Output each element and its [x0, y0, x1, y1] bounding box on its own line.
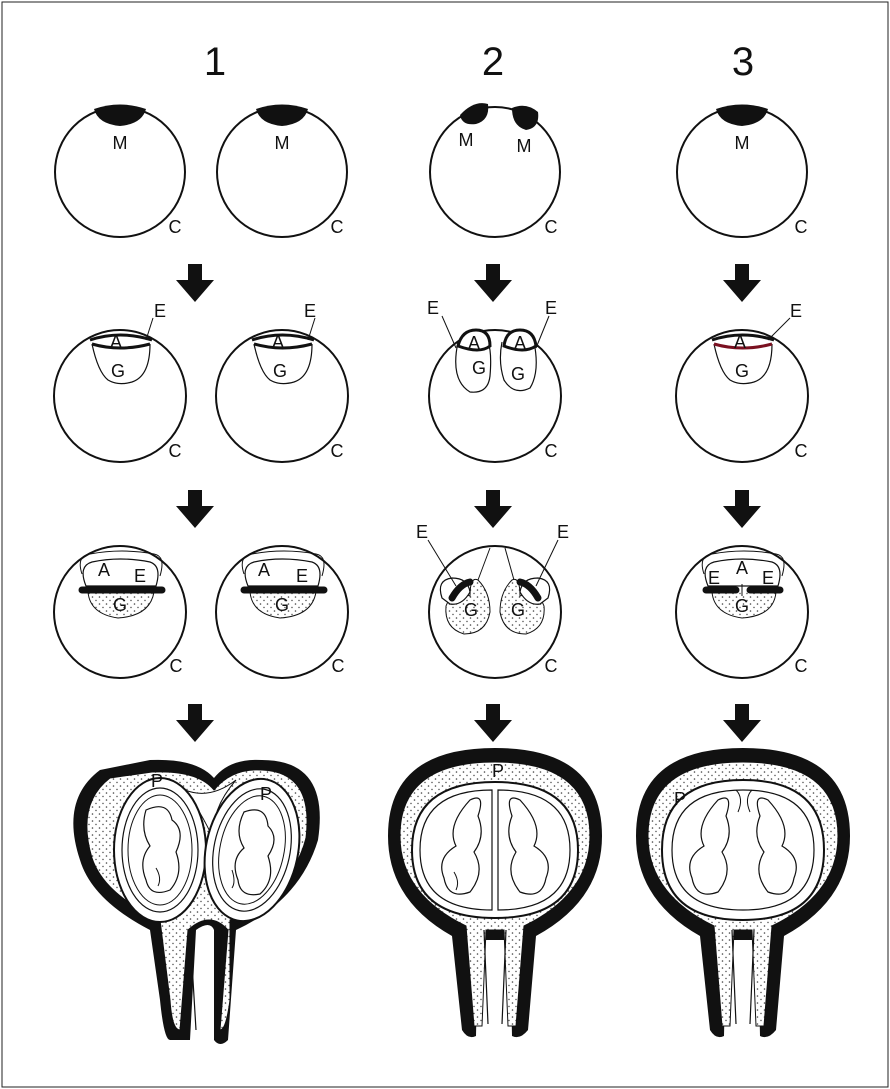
down-arrow-icon — [723, 704, 761, 742]
disc-1b: A E G C — [216, 546, 348, 678]
bilaminar-2: E E A A G G C — [427, 298, 561, 462]
epiblast-label: E — [134, 566, 146, 586]
yolk-label: G — [275, 595, 289, 615]
down-arrow-icon — [474, 490, 512, 528]
epiblast-label: E — [708, 568, 720, 588]
bilaminar-1a: E A G C — [54, 301, 186, 462]
epiblast-label: E — [304, 301, 316, 321]
amnion-label: A — [736, 558, 748, 578]
epiblast-label: E — [296, 566, 308, 586]
column-number-2: 2 — [482, 40, 504, 84]
chorion-label: C — [331, 441, 344, 461]
epiblast-label: E — [427, 298, 439, 318]
chorion-label: C — [545, 441, 558, 461]
placenta-label: P — [492, 761, 504, 781]
down-arrow-icon — [474, 704, 512, 742]
amnion-label: A — [468, 333, 480, 353]
blastocyst-2: M M C — [430, 103, 560, 237]
down-arrow-icon — [176, 704, 214, 742]
chorion-label: C — [331, 217, 344, 237]
row-1-blastocyst: M C M C M M C M C — [55, 103, 808, 237]
placenta-label: P — [151, 771, 163, 791]
yolk-label: G — [735, 361, 749, 381]
row-3-embryonic-disc: A E G C A E G C — [54, 522, 808, 678]
disc-3: A E E G C — [676, 546, 808, 678]
down-arrow-icon — [176, 490, 214, 528]
chorion-label: C — [545, 217, 558, 237]
disc-2: E E G G C — [416, 522, 569, 678]
mass-label: M — [735, 133, 750, 153]
arrows-row-2 — [176, 490, 761, 528]
chorion-label: C — [545, 656, 558, 676]
chorion-label: C — [170, 656, 183, 676]
bilaminar-1b: E A G C — [216, 301, 348, 462]
blastocyst-1b: M C — [217, 105, 347, 238]
mass-label: M — [275, 133, 290, 153]
placenta-label: P — [260, 784, 272, 804]
arrows-row-1 — [176, 264, 761, 302]
bilaminar-3: E A G C — [676, 301, 808, 462]
epiblast-label: E — [790, 301, 802, 321]
down-arrow-icon — [176, 264, 214, 302]
yolk-label: G — [111, 361, 125, 381]
amnion-label: A — [110, 332, 122, 352]
yolk-label: G — [273, 361, 287, 381]
mass-label: M — [113, 133, 128, 153]
arrows-row-3 — [176, 704, 761, 742]
chorion-label: C — [795, 656, 808, 676]
uterus-monochorionic-monoamniotic: P — [636, 748, 850, 1037]
uterus-dichorionic: P P — [73, 760, 319, 1044]
row-2-bilaminar: E A G C E A G C E E A — [54, 298, 808, 462]
epiblast-label: E — [416, 522, 428, 542]
yolk-label: G — [511, 364, 525, 384]
amnion-label: A — [734, 332, 746, 352]
disc-1a: A E G C — [54, 546, 186, 678]
chorion-label: C — [169, 217, 182, 237]
yolk-label: G — [511, 600, 525, 620]
chorion-label: C — [169, 441, 182, 461]
epiblast-label: E — [762, 568, 774, 588]
amnion-label: A — [98, 560, 110, 580]
down-arrow-icon — [723, 264, 761, 302]
column-number-3: 3 — [732, 40, 754, 84]
blastocyst-1a: M C — [55, 105, 185, 238]
yolk-label: G — [113, 595, 127, 615]
amnion-label: A — [258, 560, 270, 580]
yolk-label: G — [735, 596, 749, 616]
mass-label: M — [459, 130, 474, 150]
yolk-label: G — [472, 358, 486, 378]
amnion-label: A — [272, 332, 284, 352]
amnion-label: A — [514, 333, 526, 353]
down-arrow-icon — [474, 264, 512, 302]
placenta-label: P — [674, 789, 686, 809]
yolk-label: G — [464, 600, 478, 620]
chorion-label: C — [332, 656, 345, 676]
mass-label: M — [517, 136, 532, 156]
chorion-label: C — [795, 217, 808, 237]
blastocyst-3: M C — [677, 105, 808, 238]
epiblast-label: E — [545, 298, 557, 318]
chorion-label: C — [795, 441, 808, 461]
uterus-monochorionic-diamniotic: P — [388, 748, 602, 1037]
epiblast-label: E — [154, 301, 166, 321]
epiblast-label: E — [557, 522, 569, 542]
down-arrow-icon — [723, 490, 761, 528]
column-number-1: 1 — [204, 40, 226, 84]
